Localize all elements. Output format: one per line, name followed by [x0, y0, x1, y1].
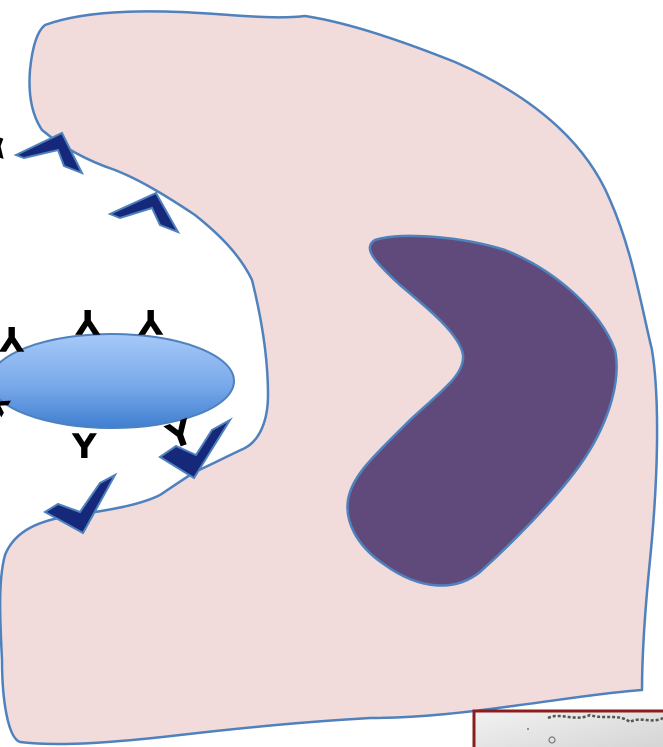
- opsonized-bacterium: [0, 334, 234, 428]
- antibody-top-left: Y: [0, 318, 25, 358]
- antibody-top-right: Y: [138, 301, 164, 341]
- micrograph-inset: [474, 711, 663, 747]
- antibody-top-mid: Y: [75, 301, 101, 341]
- micrograph-speck: [527, 728, 529, 730]
- antibody-bottom-mid: Y: [71, 427, 97, 467]
